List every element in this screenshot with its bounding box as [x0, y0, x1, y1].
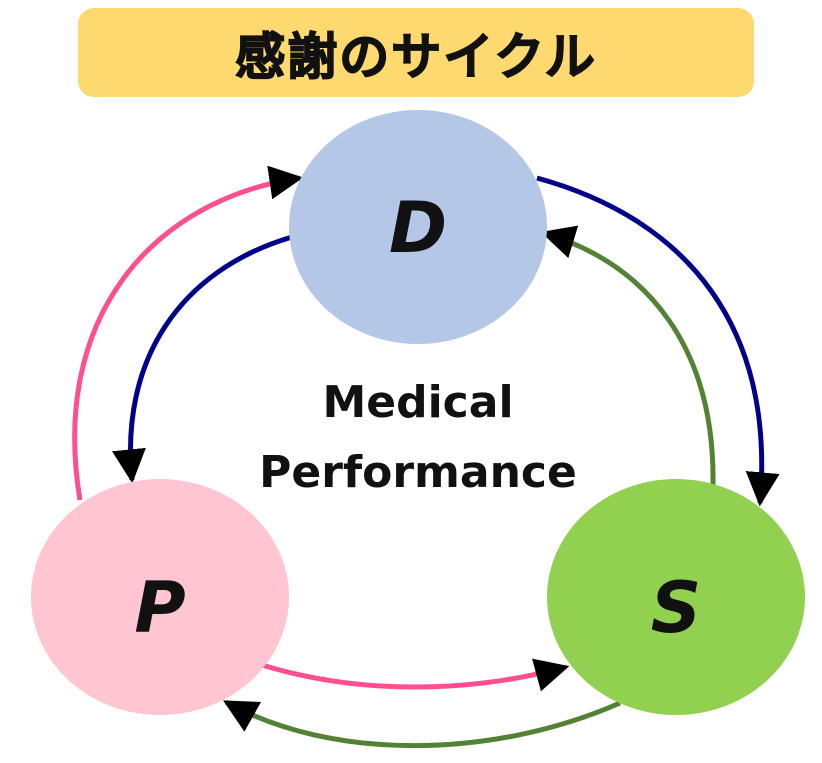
arrow-p-to-d: [72, 165, 304, 501]
node-s: S: [547, 479, 805, 715]
node-d-label: D: [389, 187, 447, 269]
node-p: P: [31, 479, 289, 715]
arrow-s-to-p: [223, 699, 622, 749]
arrow-s-to-d: [540, 225, 716, 486]
arrow-d-to-s: [536, 175, 780, 507]
node-p-label: P: [134, 567, 185, 649]
node-d: D: [289, 110, 547, 344]
node-s-label: S: [651, 567, 701, 649]
diagram-title: 感謝のサイクル: [235, 27, 597, 87]
center-label-line1: Medical: [322, 377, 513, 428]
title-banner: 感謝のサイクル: [78, 8, 754, 97]
arrow-d-to-p: [112, 234, 293, 484]
center-label-line2: Performance: [259, 447, 577, 498]
arrow-p-to-s: [261, 658, 570, 692]
